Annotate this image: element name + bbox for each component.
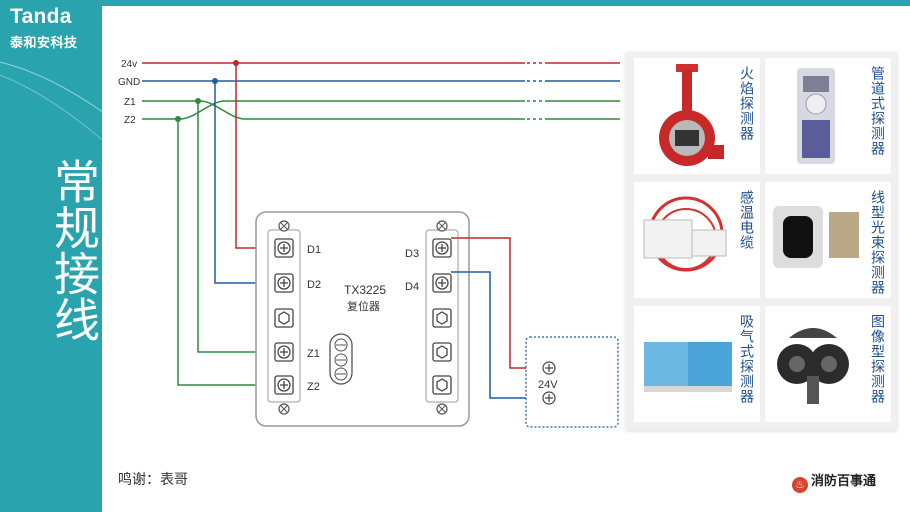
flame-detector-icon	[659, 64, 724, 166]
wire-label-z1: Z1	[124, 97, 136, 108]
detector-label: 管道式探测器	[869, 66, 885, 156]
wire-label-24v: 24v	[121, 59, 137, 70]
terminal-label-d3: D3	[405, 248, 419, 260]
wire-z1	[142, 100, 246, 120]
footer-logo: ♨消防百事通	[792, 470, 876, 493]
card-aspirating-detector: 吸气式探测器	[634, 306, 760, 422]
top-accent-bar	[102, 0, 910, 6]
page-title: 常规接线	[47, 158, 101, 342]
image-detector-icon	[777, 328, 849, 404]
card-beam-detector: 线型光束探测器	[765, 182, 891, 298]
decor-curves	[0, 61, 102, 141]
heat-cable-icon	[643, 196, 727, 272]
device-model: TX3225	[344, 283, 386, 297]
wire-d3	[451, 237, 540, 369]
brand-logo-text: Tanda	[10, 5, 72, 28]
terminal-label-z1: Z1	[307, 348, 320, 360]
terminal-label-d4: D4	[405, 281, 419, 293]
drop-z2	[177, 119, 278, 386]
detector-label: 火焰探测器	[738, 66, 754, 141]
detector-label: 图像型探测器	[869, 314, 885, 404]
card-image-detector: 图像型探测器	[765, 306, 891, 422]
wire-d4	[451, 271, 540, 399]
brand-name: 泰和安科技	[10, 36, 78, 51]
terminal-label-d1: D1	[307, 244, 321, 256]
footer-logo-text: 消防百事通	[811, 474, 877, 489]
card-duct-detector: 管道式探测器	[765, 58, 891, 174]
drop-z1	[197, 101, 278, 353]
detector-label: 感温电缆	[738, 190, 754, 250]
bus-wires	[142, 62, 620, 120]
aspirating-detector-icon	[644, 342, 732, 392]
detector-panel: 火焰探测器 管道式探测器 感温电缆 线型光束探测器	[626, 52, 897, 430]
duct-detector-icon	[797, 68, 835, 164]
tx3225-device: D1 D2 Z1 Z2 D3 D4 TX3225 复位器	[255, 211, 470, 427]
terminal-label-d2: D2	[307, 279, 321, 291]
terminal-label-z2: Z2	[307, 381, 320, 393]
card-heat-cable: 感温电缆	[634, 182, 760, 298]
card-flame-detector: 火焰探测器	[634, 58, 760, 174]
detector-label: 线型光束探测器	[869, 190, 885, 295]
beam-detector-icon	[773, 206, 859, 268]
wire-label-gnd: GND	[118, 77, 140, 88]
power-box: 24V	[525, 336, 619, 428]
credit-text: 鸣谢：表哥	[118, 472, 188, 488]
fire-logo-icon: ♨	[792, 477, 808, 493]
device-name: 复位器	[347, 299, 380, 313]
power-box-label: 24V	[538, 379, 558, 391]
wire-label-z2: Z2	[124, 115, 136, 126]
detector-label: 吸气式探测器	[738, 314, 754, 404]
sidebar: Tanda 泰和安科技 常规接线	[0, 0, 102, 512]
